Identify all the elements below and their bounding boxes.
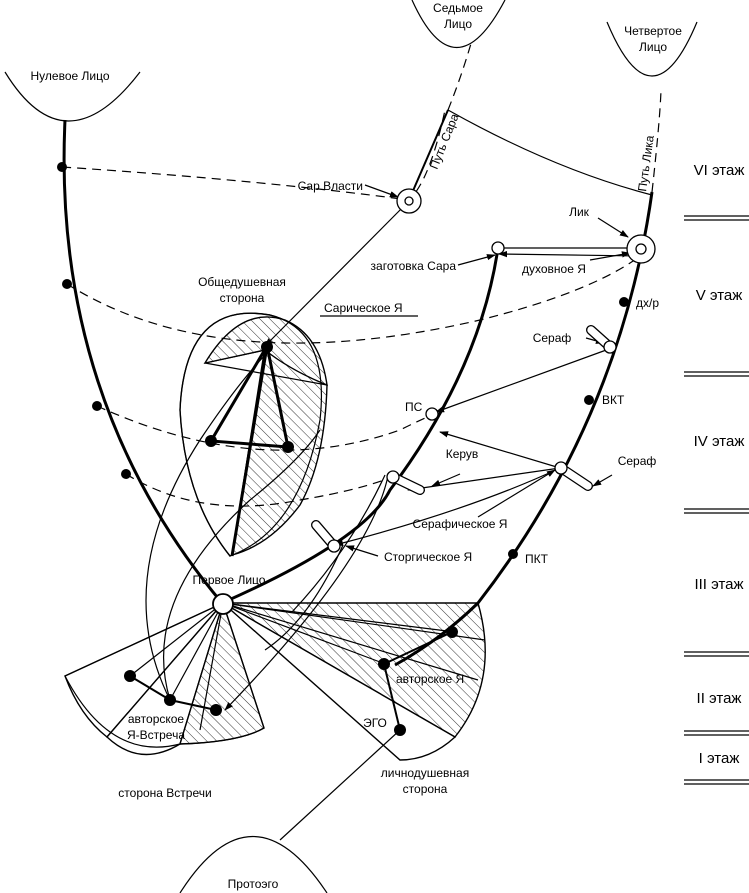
zagotovka-sara-node xyxy=(491,241,505,255)
seventh-face: Седьмое Лицо xyxy=(411,0,506,49)
fourth-face-label-2: Лицо xyxy=(639,40,667,54)
lik-dashed-extension xyxy=(651,89,662,193)
zero-face-curve xyxy=(62,119,224,604)
lik-lower-node xyxy=(446,626,458,638)
inner-dots xyxy=(124,341,406,736)
ps-label: ПС xyxy=(405,400,423,414)
seventh-face-label-2: Лицо xyxy=(444,17,472,31)
protoego-face-label: Протоэго xyxy=(228,877,279,891)
lik-label: Лик xyxy=(569,205,590,219)
saricheskoe-ya-label: Сарическое Я xyxy=(324,301,403,315)
obshchedushevnaya-label-1: Общедушевная xyxy=(198,275,286,289)
floor-label-5: V этаж xyxy=(696,287,743,304)
first-face-node xyxy=(212,593,234,615)
avtorskoe-ya-label: авторское Я xyxy=(396,672,464,686)
seraf-right-capsule xyxy=(554,461,593,491)
fourth-face-label-1: Четвертое xyxy=(624,24,682,38)
keruv-capsule xyxy=(386,470,425,495)
sar-dashed-extension xyxy=(447,39,473,111)
zagotovka-sara-label: заготовка Сара xyxy=(371,259,457,273)
lik-path-label: Путь Лика xyxy=(635,134,657,192)
lichnodushevnaya-label-2: сторона xyxy=(403,782,448,796)
zero-face-dots xyxy=(57,162,131,479)
floor-label-2: II этаж xyxy=(697,690,742,707)
connection-lines xyxy=(129,200,642,841)
lower-links xyxy=(129,631,453,731)
dashed-arc-4 xyxy=(96,405,433,451)
zero-face-label: Нулевое Лицо xyxy=(31,69,110,83)
dashed-arc-3 xyxy=(125,473,396,507)
floor-label-1: I этаж xyxy=(699,750,740,767)
floor-label-3: III этаж xyxy=(694,576,743,593)
seraf-top-label: Сераф xyxy=(533,331,572,345)
obshchedushevnaya-sector xyxy=(179,312,328,557)
seraf-top-capsule xyxy=(586,325,617,354)
pkt-node xyxy=(508,549,518,559)
seraf-right-label: Сераф xyxy=(618,454,657,468)
avtorskoe-vstrecha-label-1: авторское xyxy=(128,712,185,726)
avtorskoe-vstrecha-label-2: Я-Встреча xyxy=(127,728,185,742)
sar-vlasti-label: Сар Власти xyxy=(298,179,363,193)
vkt-label: ВКТ xyxy=(602,393,625,407)
obshchedushevnaya-label-2: сторона xyxy=(220,291,265,305)
vkt-node xyxy=(584,395,594,405)
floor-label-4: IV этаж xyxy=(694,433,745,450)
sar-path-curve xyxy=(408,109,449,201)
storgic-capsule xyxy=(311,520,341,553)
seraficheskoe-ya-label: Серафическое Я xyxy=(413,517,508,531)
floor-separators xyxy=(684,215,749,785)
protoego-face: Протоэго xyxy=(179,835,328,893)
dukhovnoe-ya-label: духовное Я xyxy=(522,262,586,276)
ego-label: ЭГО xyxy=(363,716,387,730)
dkh-r-label: дх/р xyxy=(636,296,659,310)
sar-path-label: Путь Сара xyxy=(427,111,462,171)
storona-vstrechi-label: сторона Встречи xyxy=(118,786,211,800)
zero-face: Нулевое Лицо xyxy=(4,69,141,122)
saric-triangle xyxy=(208,341,290,557)
dashed-arc-6 xyxy=(61,109,446,201)
lichnodushevnaya-label-1: личнодушевная xyxy=(381,766,469,780)
pkt-label: ПКТ xyxy=(525,552,549,566)
seventh-face-label-1: Седьмое xyxy=(433,1,483,15)
floor-label-6: VI этаж xyxy=(694,162,745,179)
ps-node xyxy=(425,407,439,421)
storgicheskoe-ya-label: Сторгическое Я xyxy=(384,550,472,564)
dashed-arc-5 xyxy=(66,249,649,344)
dkh-r-node xyxy=(619,297,629,307)
keruv-label: Керув xyxy=(446,447,479,461)
fourth-face: Четвертое Лицо xyxy=(606,21,698,77)
first-face-label: Первое Лицо xyxy=(193,573,266,587)
leader-arrows xyxy=(320,184,631,557)
